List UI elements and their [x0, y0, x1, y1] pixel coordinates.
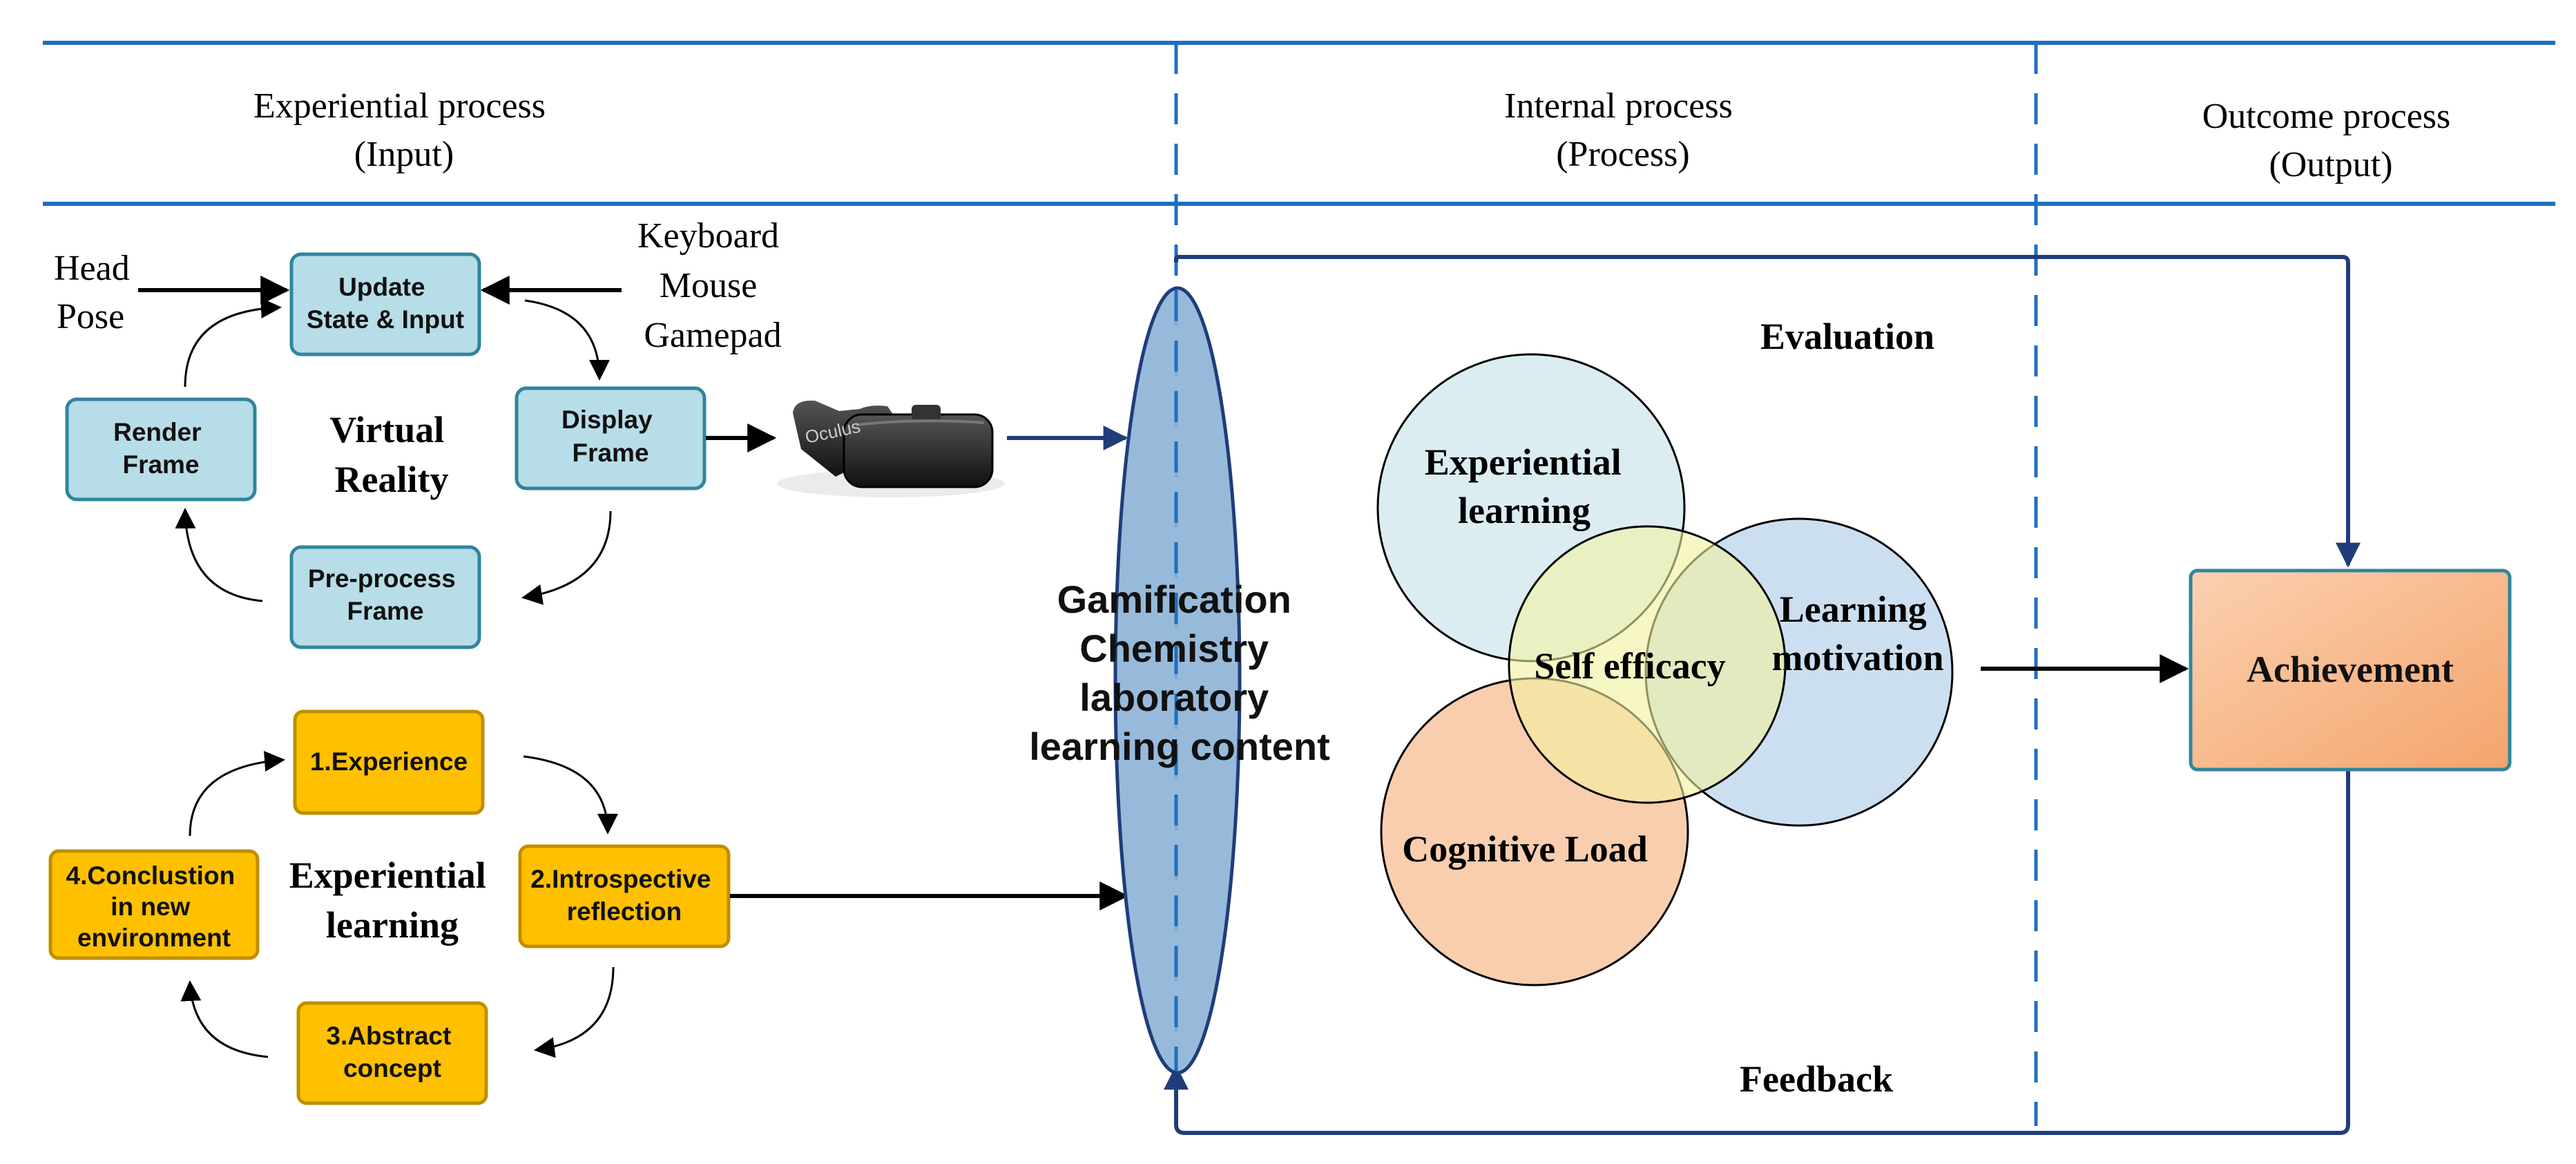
step-reflection-box: 2.Introspective reflection [518, 844, 731, 948]
feedback-label: Feedback [1740, 1058, 1893, 1100]
learning-motivation-label-1: Learning [1780, 589, 1927, 630]
svg-text:Head Pose: Head Pose [54, 249, 139, 336]
step-conclusion-label-1: 4.Conclustion [66, 861, 236, 890]
preprocess-frame-label-2: Frame [347, 597, 423, 625]
svg-text:Experiential learning: Experiential learning [289, 855, 495, 946]
update-state-label-1: Update [338, 273, 425, 301]
step-conclusion-box: 4.Conclustion in new environment [48, 849, 260, 960]
vr-cycle-arrow-display-preprocess [521, 511, 612, 605]
step-conclusion-label-3: environment [77, 924, 231, 952]
vr-center-label-2: Reality [335, 459, 449, 500]
head-pose-label-2: Pose [57, 297, 124, 336]
header-input-title: Experiential process [253, 86, 546, 126]
experiential-learning-label-2: learning [1458, 490, 1590, 531]
svg-text:Gamification Chemistry: Gamification Chemistry laboratory learni… [1029, 578, 1330, 768]
self-efficacy-label: Self efficacy [1534, 645, 1725, 687]
preprocess-frame-box: Pre-process Frame [289, 545, 481, 649]
svg-text:Learning motivation: Learning motivation [1772, 589, 1944, 678]
render-frame-box: Render Frame [65, 397, 257, 502]
experiential-learning-label-1: Experiential [1425, 441, 1622, 483]
head-pose-label-1: Head [54, 249, 130, 288]
header-output-title: Outcome process [2202, 97, 2451, 136]
svg-text:Keyboard Mouse Gamepad: Keyboard Mouse Gamepad [637, 216, 788, 355]
gamification-label-4: learning content [1029, 725, 1330, 768]
preprocess-frame-label-1: Pre-process [308, 564, 456, 593]
exp-cycle-arrow-4-1 [189, 751, 285, 837]
gamification-label-2: Chemistry [1079, 627, 1269, 670]
evaluation-loop-arrow [1174, 255, 2361, 568]
svg-text:Experiential process (Inp: Experiential process (Input) [253, 86, 555, 174]
device-mouse: Mouse [660, 266, 758, 305]
device-keyboard: Keyboard [637, 216, 779, 256]
experiential-center-label-1: Experiential [289, 855, 486, 896]
display-frame-label-1: Display [561, 406, 653, 434]
step-experience-box: 1.Experience [293, 709, 485, 815]
svg-text:Outcome process (Output): Outcome process (Output) [2202, 97, 2460, 184]
svg-text:Pre-process Frame: Pre-process Frame [308, 564, 463, 625]
render-frame-label-1: Render [113, 418, 201, 446]
step-conclusion-label-2: in new [110, 893, 190, 921]
vr-cycle-arrow-preprocess-render [175, 508, 263, 602]
gamification-label-1: Gamification [1057, 578, 1291, 621]
exp-cycle-arrow-3-4 [180, 980, 269, 1058]
header-input-subtitle: (Input) [354, 135, 454, 174]
update-state-label-2: State & Input [307, 305, 464, 334]
gamification-content-ellipse [1113, 286, 1242, 1075]
display-frame-box: Display Frame [515, 386, 707, 490]
step-reflection-label-1: 2.Introspective [530, 865, 711, 893]
svg-text:Virtual Reality: Virtual Reality [329, 409, 453, 500]
evaluation-label: Evaluation [1760, 316, 1934, 357]
feedback-loop-arrow [1164, 770, 2350, 1135]
step-abstract-label-2: concept [343, 1054, 441, 1082]
svg-text:Experiential learning: Experiential learning [1425, 441, 1631, 531]
update-state-box: Update State & Input [289, 252, 481, 356]
exp-cycle-arrow-2-3 [534, 966, 615, 1058]
achievement-label: Achievement [2247, 649, 2454, 690]
device-gamepad: Gamepad [644, 316, 781, 355]
circle-self-efficacy [1508, 525, 1787, 804]
step-experience-label: 1.Experience [310, 747, 468, 776]
step-reflection-label-2: reflection [567, 897, 682, 926]
svg-text:Internal process (Process): Internal process (Process) [1504, 86, 1742, 174]
display-frame-label-2: Frame [572, 439, 648, 467]
achievement-box: Achievement [2189, 569, 2512, 772]
render-frame-label-2: Frame [122, 450, 199, 479]
step-abstract-label-1: 3.Abstract [326, 1022, 451, 1050]
exp-cycle-arrow-1-2 [523, 755, 618, 834]
svg-text:2.Introspective reflecti: 2.Introspective reflection [530, 865, 718, 926]
learning-motivation-label-2: motivation [1772, 637, 1944, 678]
svg-text:Render Frame: Render Frame [113, 418, 209, 479]
gamification-label-3: laboratory [1079, 676, 1269, 719]
vr-cycle-arrow-update-display [524, 299, 610, 381]
vr-headset-icon: Oculus [777, 400, 1005, 497]
svg-text:Display Frame: Display Frame [561, 406, 660, 467]
svg-text:3.Abstract concept: 3.Abstract concept [326, 1022, 458, 1082]
header-output-subtitle: (Output) [2269, 145, 2392, 184]
header-process-title: Internal process [1504, 86, 1733, 126]
vr-center-label-1: Virtual [329, 409, 444, 450]
step-abstract-box: 3.Abstract concept [296, 1001, 488, 1105]
svg-text:4.Conclustion in new: 4.Conclustion in new environment [66, 861, 242, 952]
svg-text:Update State & Input: Update State & Input [307, 273, 464, 334]
experiential-center-label-2: learning [326, 904, 459, 946]
header-process-subtitle: (Process) [1556, 135, 1690, 174]
svg-text:1.Experience: 1.Experience [310, 747, 468, 776]
vr-cycle-arrow-render-update [184, 298, 282, 388]
cognitive-load-label: Cognitive Load [1402, 828, 1648, 870]
